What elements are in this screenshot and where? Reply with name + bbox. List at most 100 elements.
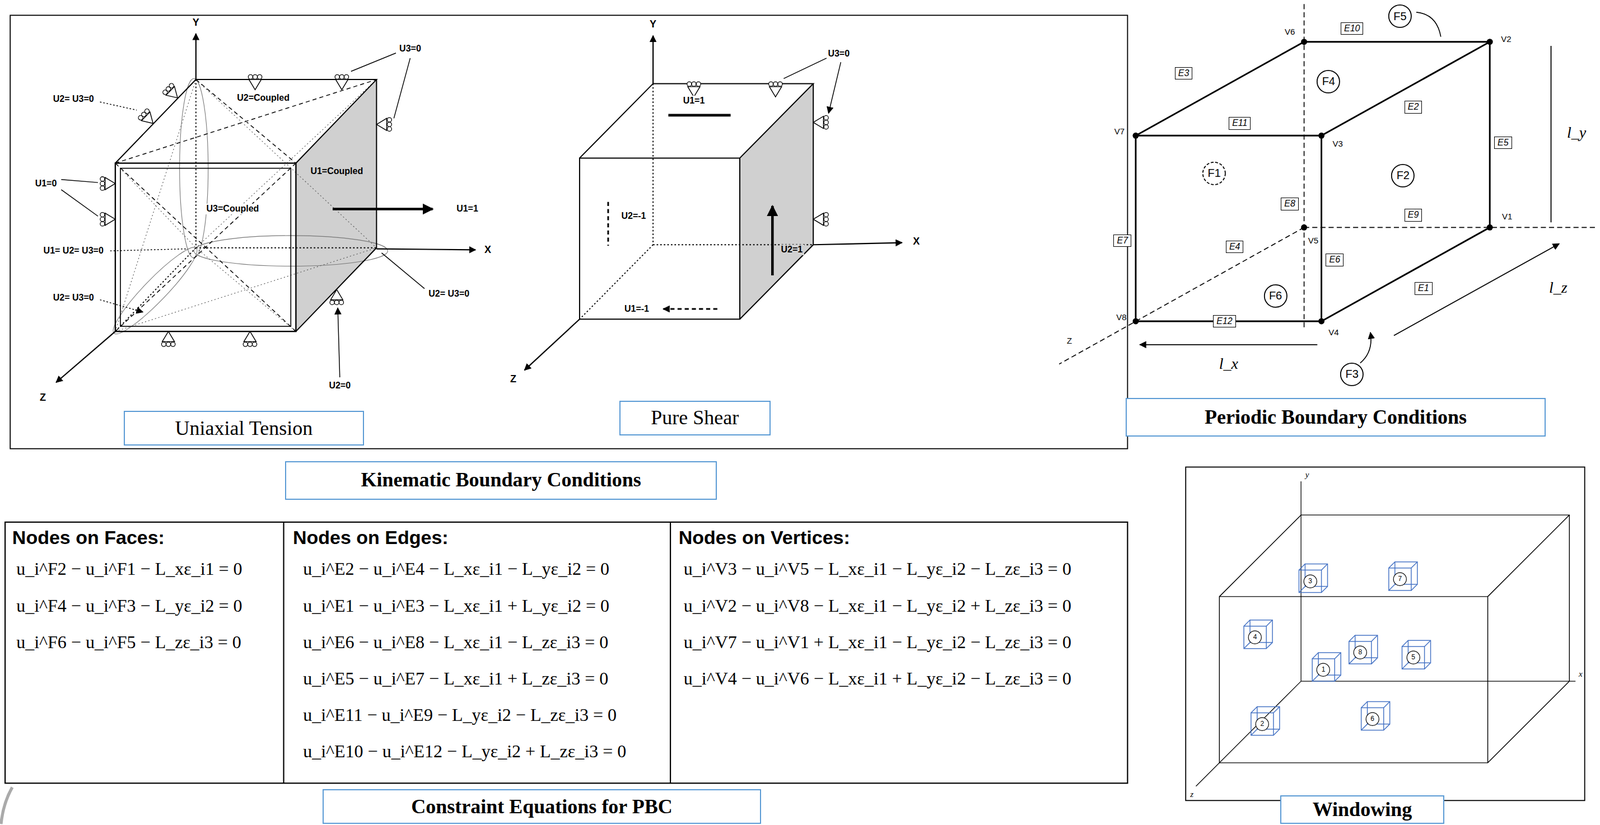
axis [376,249,476,251]
vertex-dot [1486,224,1494,231]
roller-support [687,81,701,97]
vertex-label: V3 [1332,138,1343,149]
circle-outline [1303,575,1317,589]
bc-label: U1=1 [456,203,479,214]
window-number: 1 [1321,666,1326,675]
edge-box: E9 [1404,208,1423,222]
bc-label: U2= U3=0 [53,292,95,303]
roller-support [334,74,349,90]
edge-box: E3 [1174,67,1193,80]
circle-outline [1406,651,1420,665]
constraint-equation: u_i^E2 − u_i^E4 − L_xε_i1 − L_yε_i2 = 0 [302,558,610,580]
cube-face [295,79,377,332]
table-heading: Nodes on Edges: [292,526,449,549]
vertex-label: V5 [1308,235,1319,246]
kinematic-panel [10,15,1128,449]
bc-label: U2=1 [779,244,805,255]
circle-outline [1340,363,1364,386]
vertex-label: V2 [1500,34,1511,44]
edge-box: E4 [1225,240,1244,254]
face-label: F3 [1345,367,1359,381]
bc-label: U2=Coupled [235,92,292,104]
cube-face [739,83,814,320]
window-cube [1298,564,1328,594]
window-circle: 3 [1303,574,1318,590]
circle-outline [1248,631,1262,645]
axis [652,35,654,85]
window-circle: 6 [1365,712,1380,727]
leader-arrow [61,53,425,378]
caption-box: Kinematic Boundary Conditions [285,461,717,501]
roller-support [768,81,783,97]
window-number: 6 [1370,715,1375,724]
bc-label: U1=-1 [622,304,651,315]
bc-label: U2=0 [328,380,351,391]
edge-label: E10 [1344,23,1360,34]
roller-support [161,82,183,103]
table-heading: Nodes on Faces: [12,526,165,549]
constraint-equation: u_i^F2 − u_i^F1 − L_xε_i1 = 0 [16,558,242,580]
dimension-label: l_x [1219,355,1239,373]
caption-text: Pure Shear [650,406,739,430]
edge-box: E6 [1325,253,1344,267]
edge-label: E9 [1407,210,1420,221]
bc-label: U1=0 [35,178,58,189]
vertex-label: V1 [1501,211,1513,222]
equation-table [5,522,1128,784]
face-circle: F4 [1316,69,1341,95]
roller-support [329,289,344,305]
caption-text: Constraint Equations for PBC [411,795,673,819]
edge-box: E10 [1340,22,1364,35]
dimension-label: l_z [1549,278,1568,297]
constraint-equation: u_i^V3 − u_i^V5 − L_xε_i1 − L_yε_i2 − L_… [683,558,1072,580]
hidden-edge [579,83,814,320]
face-label: F1 [1207,166,1221,180]
bc-label: U3=Coupled [204,203,261,214]
bc-label: U3=0 [827,48,850,59]
axis [1195,481,1576,787]
window-circle: 1 [1316,663,1331,678]
axis-label: y [1305,470,1310,480]
roller-support [100,176,116,191]
vertex-label: V8 [1116,312,1127,323]
face-label: F2 [1396,169,1410,183]
caption-box: Windowing [1280,795,1445,825]
constraint-equation: u_i^E10 − u_i^E12 − L_yε_i2 + L_zε_i3 = … [302,741,627,763]
bc-label: U1= U2= U3=0 [43,245,104,256]
edge-box: E2 [1404,100,1423,114]
circle-outline [1264,284,1287,307]
periodic-cube [1059,3,1598,365]
window-number: 4 [1253,633,1258,642]
cube-edge [1219,515,1570,764]
vertex-dot [1300,38,1308,45]
pointer-arrow [1360,12,1441,364]
face-label: F5 [1393,10,1407,23]
window-number: 3 [1308,577,1313,586]
caption-box: Constraint Equations for PBC [322,789,762,825]
displacement-arrow [332,207,433,211]
face-label: F4 [1322,75,1336,88]
uniaxial-cube [56,33,476,383]
roller-support [376,117,392,132]
axis [524,319,580,371]
vertex-label: V6 [1284,26,1295,37]
roller-support [248,74,262,90]
dimension-label: l_y [1566,123,1586,142]
constraint-equation: u_i^E1 − u_i^E3 − L_xε_i1 + L_yε_i2 = 0 [302,595,610,617]
constraint-equation: u_i^E6 − u_i^E8 − L_xε_i1 − L_zε_i3 = 0 [302,632,609,653]
bc-label: U1=Coupled [308,166,365,177]
edge-label: E12 [1216,316,1233,327]
edge-label: E6 [1328,254,1341,265]
windowing-figure [1195,481,1576,787]
edge-box: E5 [1494,136,1513,149]
axis-label: Z [510,373,517,386]
circle-outline [1393,572,1407,586]
roller-support [243,331,257,347]
dimension-arrow [1139,45,1560,345]
vertex-dot [1318,132,1325,139]
axis-label: Y [649,18,657,31]
window-number: 7 [1398,575,1403,584]
circle-outline [1255,717,1269,731]
axis-label: X [484,244,492,256]
window-cube [1361,702,1390,731]
